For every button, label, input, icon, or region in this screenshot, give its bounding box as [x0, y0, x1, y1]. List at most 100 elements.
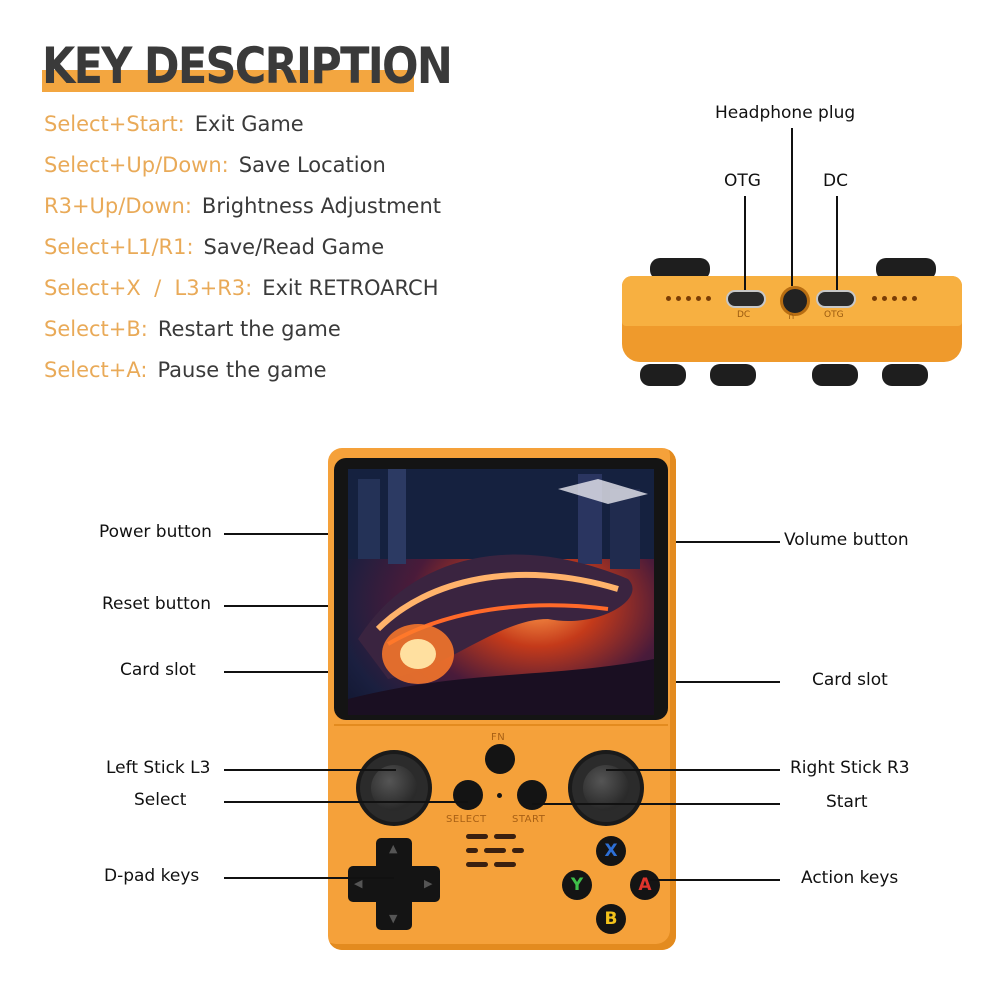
otg-port: [816, 290, 856, 308]
race-car-artwork: [348, 469, 654, 715]
start-label: START: [512, 814, 546, 825]
speaker-grille: [466, 834, 488, 839]
vent-hole: [902, 296, 907, 301]
speaker-grille: [512, 848, 524, 853]
grip-foot: [710, 364, 756, 386]
otg-label: OTG: [724, 171, 761, 191]
fn-button[interactable]: [485, 744, 515, 774]
otg-port-tag: OTG: [824, 310, 844, 320]
left-stick-cap: [371, 765, 417, 811]
x-button-letter: X: [604, 841, 618, 861]
key-action: Save Location: [238, 153, 386, 177]
y-button[interactable]: Y: [562, 870, 592, 900]
vent-hole: [872, 296, 877, 301]
key-combo: Select+Start:: [44, 112, 185, 136]
callout-line: [224, 769, 396, 771]
dpad-down-icon: ▼: [389, 912, 398, 925]
card-slot-left-label: Card slot: [120, 660, 196, 680]
key-combo-row: Select+B: Restart the game: [44, 311, 441, 352]
dc-port-tag: DC: [737, 310, 751, 320]
key-action: Exit RETROARCH: [262, 276, 439, 300]
dc-label: DC: [823, 171, 848, 191]
select-callout-label: Select: [134, 790, 187, 810]
dpad-label: D-pad keys: [104, 866, 200, 886]
vent-hole: [686, 296, 691, 301]
key-combo-row: Select+X / L3+R3:Exit RETROARCH: [44, 270, 441, 311]
a-button-letter: A: [638, 875, 652, 895]
key-action: Pause the game: [157, 358, 327, 382]
vent-hole: [676, 296, 681, 301]
callout-line: [532, 803, 780, 805]
game-screen: [348, 469, 654, 715]
dc-port: [726, 290, 766, 308]
a-button[interactable]: A: [630, 870, 660, 900]
speaker-grille: [466, 848, 478, 853]
key-combo-row: Select+L1/R1: Save/Read Game: [44, 229, 441, 270]
key-action: Exit Game: [194, 112, 304, 136]
key-combo: R3+Up/Down:: [44, 194, 192, 218]
dpad-up-icon: ▲: [389, 842, 398, 855]
grip-foot: [882, 364, 928, 386]
headphone-jack: [780, 286, 810, 316]
start-callout-label: Start: [826, 792, 868, 812]
key-combo-row: Select+A: Pause the game: [44, 352, 441, 393]
reset-button-label: Reset button: [102, 594, 211, 614]
dpad-left-icon: ◀: [354, 877, 363, 890]
select-label: SELECT: [446, 814, 487, 825]
vent-hole: [892, 296, 897, 301]
callout-line: [744, 196, 746, 290]
card-slot-right-label: Card slot: [812, 670, 888, 690]
callout-line: [224, 605, 328, 607]
callout-line: [650, 879, 780, 881]
x-button[interactable]: X: [596, 836, 626, 866]
fn-label: FN: [491, 732, 506, 743]
key-combo-row: Select+Up/Down: Save Location: [44, 147, 441, 188]
key-combo: Select+A:: [44, 358, 148, 382]
action-keys-label: Action keys: [801, 868, 899, 888]
page-title: KEY DESCRIPTION: [42, 37, 453, 95]
b-button[interactable]: B: [596, 904, 626, 934]
left-stick-label: Left Stick L3: [106, 758, 211, 778]
callout-line: [606, 769, 780, 771]
volume-button-label: Volume button: [784, 530, 909, 550]
speaker-grille: [466, 862, 488, 867]
title-highlight: [42, 70, 414, 92]
callout-line: [224, 671, 328, 673]
callout-line: [224, 533, 328, 535]
headphone-plug-label: Headphone plug: [715, 103, 856, 123]
select-button[interactable]: [453, 780, 483, 810]
grip-foot: [640, 364, 686, 386]
b-button-letter: B: [604, 909, 618, 929]
power-button-label: Power button: [99, 522, 212, 542]
grip-foot: [812, 364, 858, 386]
key-action: Restart the game: [157, 317, 341, 341]
callout-line: [224, 877, 394, 879]
callout-line: [676, 681, 780, 683]
right-stick-label: Right Stick R3: [790, 758, 910, 778]
callout-line: [791, 128, 793, 286]
key-action: Brightness Adjustment: [201, 194, 442, 218]
right-shoulder-button: [876, 258, 936, 280]
callout-line: [676, 541, 780, 543]
vent-hole: [706, 296, 711, 301]
speaker-grille: [494, 834, 516, 839]
y-button-letter: Y: [570, 875, 584, 895]
panel-seam: [334, 724, 668, 726]
vent-hole: [666, 296, 671, 301]
dpad-right-icon: ▶: [424, 877, 433, 890]
start-button[interactable]: [517, 780, 547, 810]
key-combo: Select+L1/R1:: [44, 235, 194, 259]
callout-line: [836, 196, 838, 290]
key-combo: Select+Up/Down:: [44, 153, 229, 177]
vent-hole: [882, 296, 887, 301]
key-combo-list: Select+Start: Exit Game Select+Up/Down: Sa…: [44, 106, 441, 393]
key-action: Save/Read Game: [203, 235, 385, 259]
speaker-grille: [484, 848, 506, 853]
key-combo: Select+B:: [44, 317, 148, 341]
speaker-grille: [494, 862, 516, 867]
left-shoulder-button: [650, 258, 710, 280]
dpad[interactable]: [348, 866, 440, 902]
headphone-icon: ∩: [788, 312, 795, 322]
vent-hole: [696, 296, 701, 301]
vent-hole: [912, 296, 917, 301]
